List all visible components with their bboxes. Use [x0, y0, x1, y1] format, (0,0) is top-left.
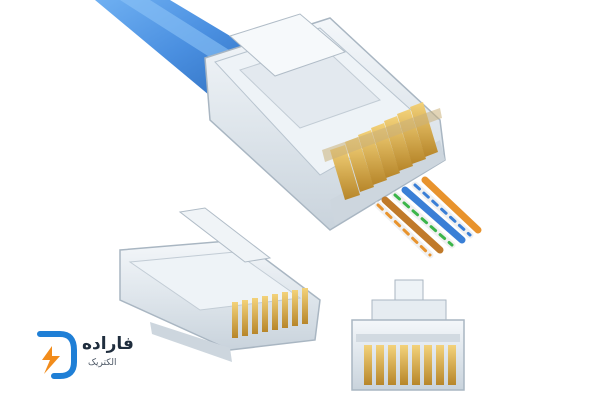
side-gold-contacts — [232, 288, 308, 338]
gold-contacts — [322, 102, 442, 200]
front-gold-contacts — [364, 345, 456, 385]
brand-mark-icon — [37, 331, 77, 379]
brand-tagline: الکتریک — [88, 358, 117, 368]
brand-logo: فاراده الکتریک — [30, 328, 140, 382]
rj45-connector-with-cable — [95, 0, 482, 259]
connector-body — [204, 13, 446, 231]
rj45-connector-side — [119, 207, 321, 362]
rj45-connector-front — [351, 279, 465, 391]
brand-name: فاراده — [82, 334, 134, 354]
colored-wires — [374, 176, 482, 259]
